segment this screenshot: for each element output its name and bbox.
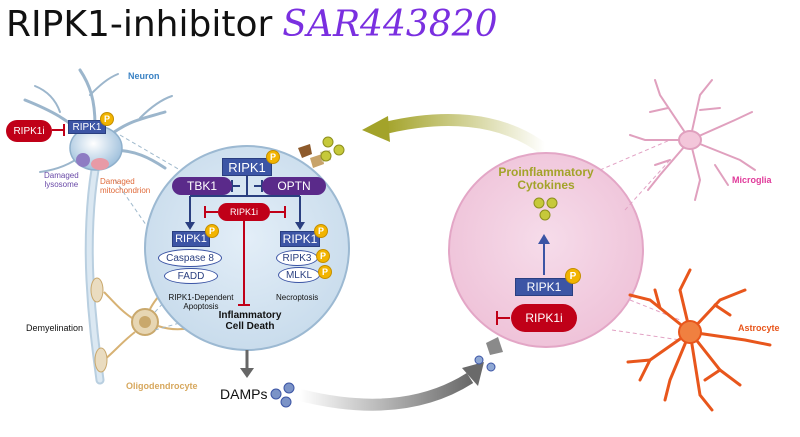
cytokine-feedback-arrow — [383, 114, 549, 155]
caspase8-oval: Caspase 8 — [158, 249, 222, 267]
pathway-lines — [189, 176, 301, 224]
ripk1-necroptosis-box: RIPK1 — [280, 231, 320, 247]
cytokines-label: Proinflammatory Cytokines — [498, 165, 594, 193]
receptor-shapes — [474, 337, 503, 372]
microglia-soma — [678, 130, 702, 150]
inhibition-lines — [204, 206, 286, 306]
tbk1-pill: TBK1 — [172, 177, 232, 195]
apoptosis-label: RIPK1-Dependent Apoptosis — [168, 293, 234, 311]
optn-pill: OPTN — [262, 177, 326, 195]
cytokine-feedback-arrowhead — [362, 116, 390, 142]
ripk1-necroptosis-phospho-badge: P — [314, 224, 328, 238]
neuron-label: Neuron — [128, 71, 160, 81]
microglia-label: Microglia — [732, 175, 772, 185]
ripk1-top-phospho-badge: P — [266, 150, 280, 164]
damp-particles — [270, 382, 295, 408]
damps-to-cell-arrowhead — [462, 362, 484, 386]
mlkl-oval: MLKL — [278, 267, 320, 283]
necroptosis-label: Necroptosis — [276, 293, 319, 302]
title-drug-name: SAR443820 — [282, 4, 498, 45]
right-ripk1i-pill: RIPK1i — [511, 304, 577, 332]
astrocyte-soma — [678, 320, 702, 344]
damps-label: DAMPs — [220, 386, 268, 402]
ripk3-phospho-badge: P — [316, 249, 330, 263]
ripk3-oval: RIPK3 — [276, 250, 318, 266]
oligodendrocyte-label: Oligodendrocyte — [126, 381, 198, 391]
astrocyte-illustration — [626, 268, 772, 412]
right-ripk1-phospho-badge: P — [565, 268, 581, 284]
ripk1-apoptosis-phospho-badge: P — [205, 224, 219, 238]
damaged-lysosome-label: Damaged lysosome — [44, 171, 79, 189]
oligodendrocyte-illustration — [90, 277, 191, 373]
microglia-illustration — [629, 79, 756, 201]
fadd-oval: FADD — [164, 268, 218, 284]
arrowhead-left — [185, 222, 195, 230]
mlkl-phospho-badge: P — [318, 265, 332, 279]
damaged-mitochondrion-label: Damaged mitochondrion — [100, 177, 151, 195]
neuron-ripk1i-pill: RIPK1i — [6, 120, 52, 142]
ripk1-apoptosis-box: RIPK1 — [172, 231, 210, 247]
cytokine-dots — [533, 197, 558, 221]
inflammatory-cell-death-label: Inflammatory Cell Death — [218, 310, 282, 332]
ripk1-up-arrowhead — [538, 234, 550, 244]
damps-to-cell-arrow — [298, 372, 474, 411]
glial-cell-circle — [448, 152, 644, 348]
arrowhead-right — [295, 222, 305, 230]
neuron-ripk1-box: RIPK1 — [68, 120, 106, 134]
ripk1i-center-pill: RIPK1i — [218, 203, 270, 221]
demyelination-label: Demyelination — [26, 323, 84, 333]
right-ripk1-box: RIPK1 — [515, 278, 573, 296]
astrocyte-label: Astrocyte — [738, 323, 780, 333]
damaged-mitochondrion-shape — [91, 158, 109, 170]
ripk1-top-box: RIPK1 — [222, 158, 272, 176]
damps-arrowhead — [240, 368, 254, 378]
neuron-phospho-badge: P — [100, 112, 114, 126]
damaged-lysosome-shape — [76, 153, 90, 167]
cytokine-release-shapes — [298, 136, 345, 168]
title-main-text: RIPK1-inhibitor — [6, 4, 273, 45]
